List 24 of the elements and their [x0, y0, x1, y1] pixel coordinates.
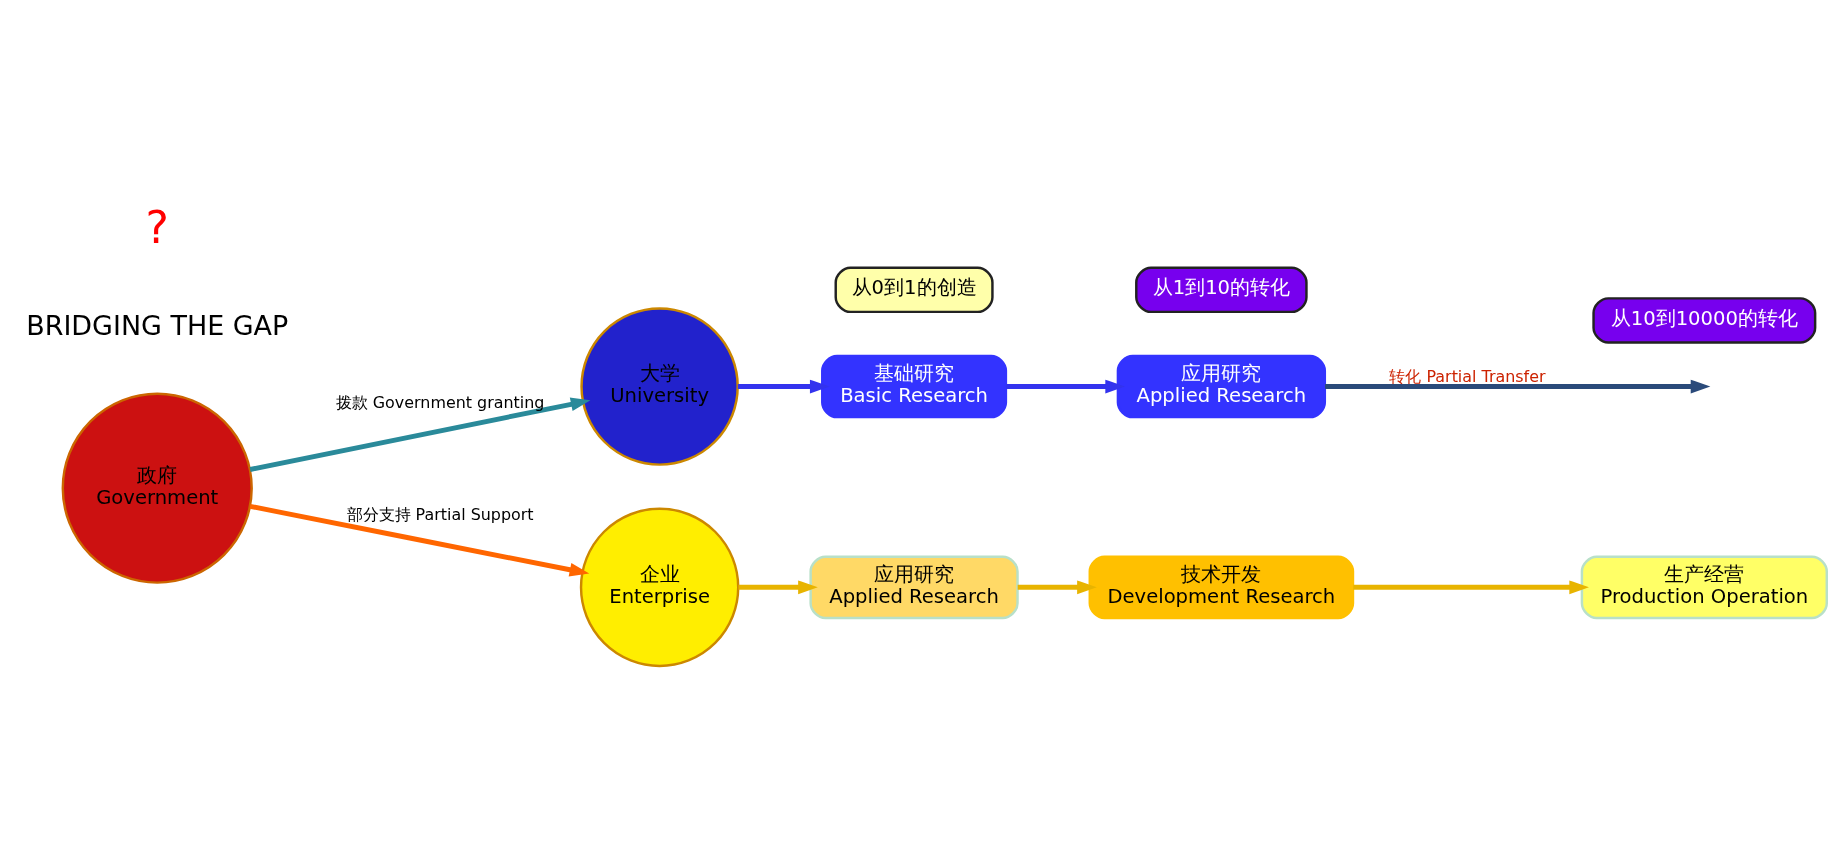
arrow — [1017, 579, 1097, 594]
node-box: 技术开发 Development Research — [1088, 555, 1354, 619]
arrow — [1352, 579, 1589, 594]
node-box: 应用研究 Applied Research — [1116, 354, 1326, 418]
node-box: 应用研究 Applied Research — [808, 555, 1019, 619]
arrow — [1324, 379, 1710, 393]
arrow — [737, 379, 830, 393]
node-box: 基础研究 Basic Research — [820, 354, 1007, 418]
label: ? — [145, 201, 169, 253]
edge-label: 转化 Partial Transfer — [1388, 366, 1545, 386]
node-box: 从0到1的创造 — [834, 266, 994, 313]
node-circle: 大学 University — [579, 306, 739, 466]
label: BRIDGING THE GAP — [25, 309, 288, 341]
edge-label: 拨款 Government granting — [335, 392, 544, 412]
arrow — [1005, 379, 1125, 393]
edge-label: 部分支持 Partial Support — [346, 504, 534, 524]
node-box: 从1到10的转化 — [1134, 266, 1308, 313]
node-circle: 企业 Enterprise — [579, 507, 739, 667]
node-box: 从10到10000的转化 — [1591, 296, 1816, 344]
node-box: 生产经营 Production Operation — [1580, 555, 1828, 619]
arrow — [249, 503, 589, 577]
arrow — [738, 579, 818, 594]
arrow — [249, 397, 590, 472]
node-circle: 政府 Government — [61, 391, 253, 584]
